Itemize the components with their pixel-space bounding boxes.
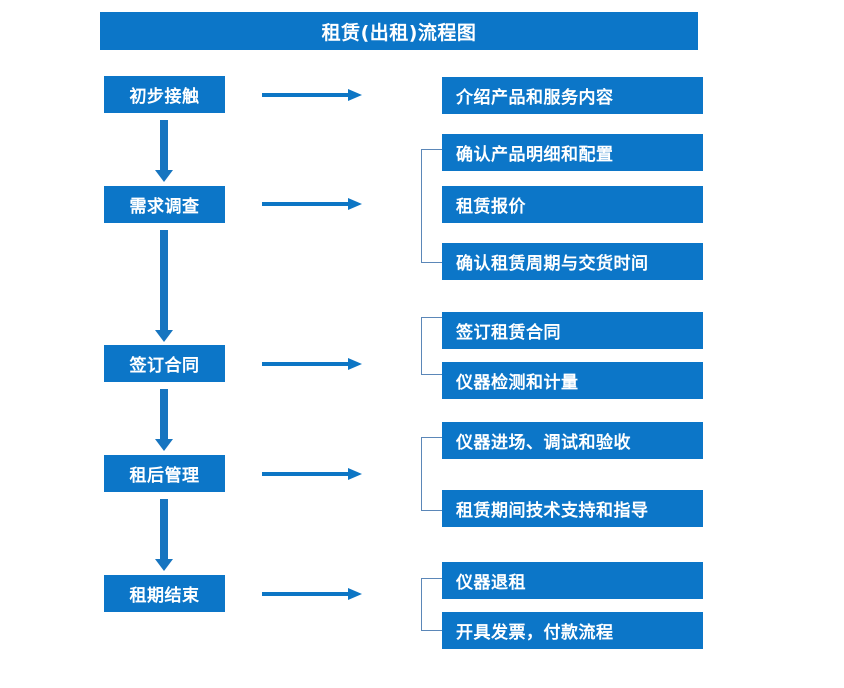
detail-box-confirm-period-delivery[interactable]: 确认租赁周期与交货时间 bbox=[442, 243, 703, 280]
stage-box-lease-end[interactable]: 租期结束 bbox=[104, 575, 225, 612]
page-title: 租赁(出租)流程图 bbox=[100, 12, 698, 50]
vertical-arrow-management-to-leaseend bbox=[155, 499, 173, 571]
stage-box-post-rental-management[interactable]: 租后管理 bbox=[104, 455, 225, 492]
detail-box-instrument-inspection[interactable]: 仪器检测和计量 bbox=[442, 362, 703, 399]
detail-box-rental-quotation[interactable]: 租赁报价 bbox=[442, 186, 703, 223]
horizontal-arrow-initial-contact bbox=[262, 87, 362, 103]
stage-box-initial-contact[interactable]: 初步接触 bbox=[104, 76, 225, 113]
horizontal-arrow-needs-survey bbox=[262, 196, 362, 212]
horizontal-arrow-sign-contract bbox=[262, 356, 362, 372]
detail-box-confirm-product-details[interactable]: 确认产品明细和配置 bbox=[442, 134, 703, 171]
vertical-arrow-initial-to-needs bbox=[155, 120, 173, 182]
detail-box-invoice-payment[interactable]: 开具发票，付款流程 bbox=[442, 612, 703, 649]
vertical-arrow-needs-to-contract bbox=[155, 230, 173, 342]
group-bracket-needs-survey bbox=[421, 149, 442, 263]
detail-box-sign-rental-contract[interactable]: 签订租赁合同 bbox=[442, 312, 703, 349]
horizontal-arrow-post-rental bbox=[262, 466, 362, 482]
stage-box-sign-contract[interactable]: 签订合同 bbox=[104, 345, 225, 382]
horizontal-arrow-lease-end bbox=[262, 586, 362, 602]
detail-box-technical-support[interactable]: 租赁期间技术支持和指导 bbox=[442, 490, 703, 527]
detail-box-introduce-products[interactable]: 介绍产品和服务内容 bbox=[442, 77, 703, 114]
vertical-arrow-contract-to-management bbox=[155, 389, 173, 451]
stage-box-needs-survey[interactable]: 需求调查 bbox=[104, 186, 225, 223]
detail-box-instrument-return[interactable]: 仪器退租 bbox=[442, 562, 703, 599]
group-bracket-sign-contract bbox=[421, 317, 442, 375]
detail-box-instrument-entry-commissioning[interactable]: 仪器进场、调试和验收 bbox=[442, 422, 703, 459]
group-bracket-lease-end bbox=[421, 578, 442, 631]
group-bracket-post-rental bbox=[421, 437, 442, 511]
